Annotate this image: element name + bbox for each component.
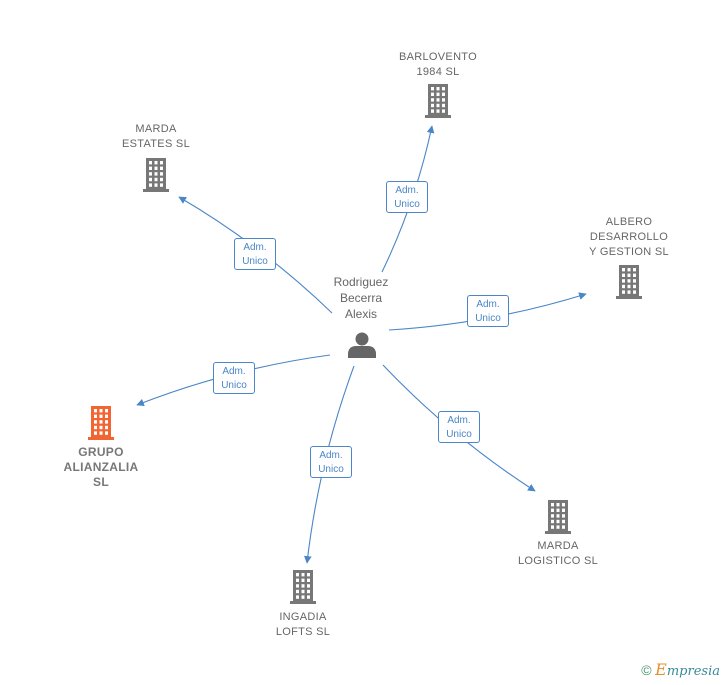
company-label-barlovento-line: BARLOVENTO bbox=[399, 51, 477, 63]
relation-label-line: Adm. bbox=[319, 450, 343, 461]
building-icon-albero[interactable] bbox=[616, 265, 642, 299]
relation-badge-marda-logistico[interactable]: Adm. Unico bbox=[438, 411, 480, 443]
relation-badge-marda-estates[interactable]: Adm. Unico bbox=[234, 238, 276, 270]
relation-badge-grupo-alianzalia[interactable]: Adm. Unico bbox=[213, 362, 255, 394]
relation-badge-ingadia[interactable]: Adm. Unico bbox=[310, 446, 352, 478]
company-label-marda-logistico-line: LOGISTICO SL bbox=[517, 555, 598, 567]
company-label-grupo-alianzalia-line: SL bbox=[93, 475, 109, 489]
relation-badge-barlovento[interactable]: Adm. Unico bbox=[386, 181, 428, 213]
relation-label-line: Unico bbox=[394, 199, 420, 210]
person-name-label-line: Becerra bbox=[339, 291, 383, 305]
relation-label-line: Adm. bbox=[222, 366, 246, 377]
building-icon-grupo-alianzalia[interactable] bbox=[88, 406, 114, 440]
icons-layer bbox=[88, 84, 642, 604]
company-label-grupo-alianzalia-line: ALIANZALIA bbox=[63, 460, 139, 474]
relation-badge-albero[interactable]: Adm. Unico bbox=[467, 295, 509, 327]
company-label-marda-logistico[interactable]: MARDA LOGISTICO SL bbox=[483, 539, 633, 569]
relation-label-line: Adm. bbox=[395, 185, 419, 196]
relation-label-line: Adm. bbox=[447, 415, 471, 426]
building-icon-barlovento[interactable] bbox=[425, 84, 451, 118]
company-label-barlovento[interactable]: BARLOVENTO 1984 SL bbox=[363, 50, 513, 80]
relation-label-line: Unico bbox=[446, 429, 472, 440]
person-name-label-line: Alexis bbox=[344, 307, 377, 321]
footer-brand[interactable]: © Empresia bbox=[641, 660, 720, 679]
relation-label-line: Adm. bbox=[476, 299, 500, 310]
company-label-albero[interactable]: ALBERO DESARROLLO Y GESTION SL bbox=[554, 215, 704, 260]
company-label-grupo-alianzalia-line: GRUPO bbox=[78, 445, 124, 459]
company-label-ingadia[interactable]: INGADIA LOFTS SL bbox=[228, 610, 378, 640]
brand-logo: Empresia bbox=[655, 660, 720, 679]
relation-label-line: Unico bbox=[242, 256, 268, 267]
relation-label-line: Unico bbox=[318, 464, 344, 475]
building-icon-marda-estates[interactable] bbox=[143, 158, 169, 192]
company-label-albero-line: Y GESTION SL bbox=[589, 246, 669, 258]
relation-label-line: Unico bbox=[221, 380, 247, 391]
company-label-albero-line: DESARROLLO bbox=[589, 231, 669, 243]
relation-label-line: Unico bbox=[475, 313, 501, 324]
building-icon-ingadia[interactable] bbox=[290, 570, 316, 604]
building-icon-marda-logistico[interactable] bbox=[545, 500, 571, 534]
copyright-icon: © bbox=[641, 662, 652, 678]
company-label-barlovento-line: 1984 SL bbox=[416, 66, 460, 78]
company-label-marda-logistico-line: MARDA bbox=[537, 540, 579, 552]
company-label-ingadia-line: INGADIA bbox=[279, 611, 327, 623]
company-label-marda-estates[interactable]: MARDA ESTATES SL bbox=[81, 122, 231, 152]
person-name-label-line: Rodriguez bbox=[333, 275, 389, 289]
person-icon[interactable] bbox=[348, 332, 376, 359]
company-label-marda-estates-line: MARDA bbox=[135, 123, 177, 135]
company-label-marda-estates-line: ESTATES SL bbox=[121, 138, 190, 150]
company-label-ingadia-line: LOFTS SL bbox=[275, 626, 331, 638]
company-label-albero-line: ALBERO bbox=[605, 216, 653, 228]
relation-label-line: Adm. bbox=[243, 242, 267, 253]
